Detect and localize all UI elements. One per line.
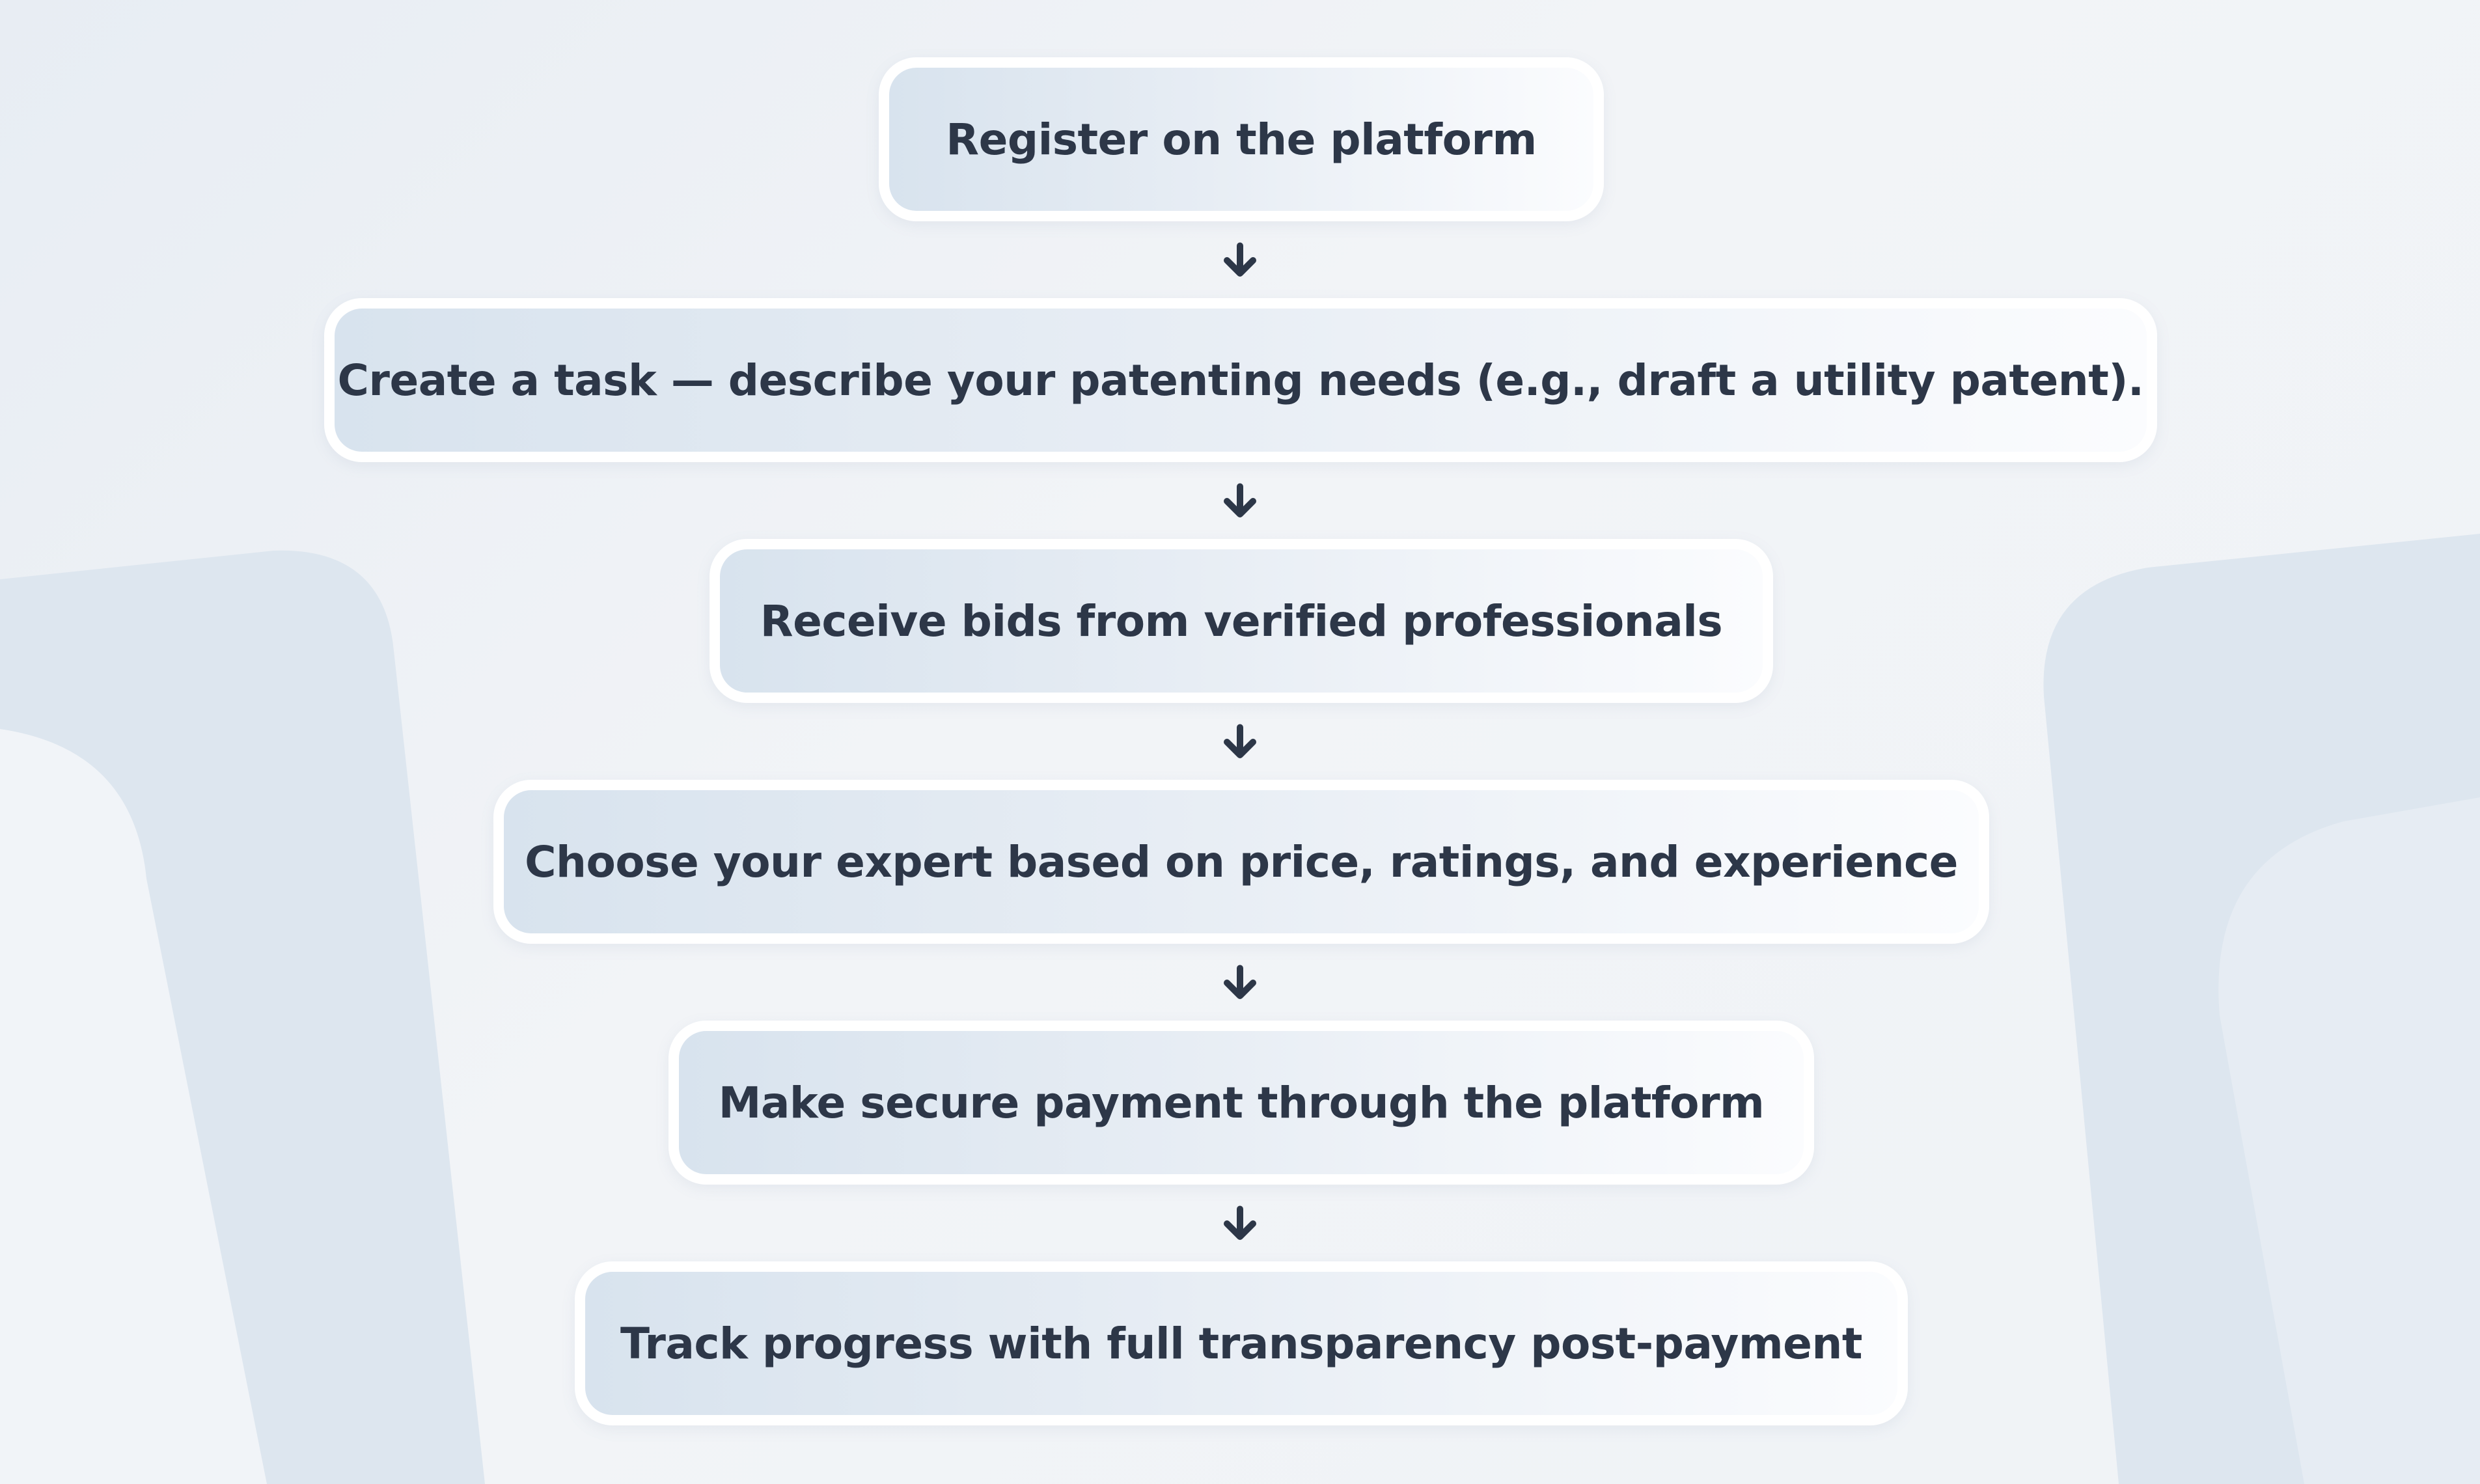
arrow-down-icon bbox=[1224, 724, 1256, 758]
decor-shape-right-inner bbox=[2218, 797, 2480, 1484]
step-label: Choose your expert based on price, ratin… bbox=[525, 836, 1958, 887]
step-label: Register on the platform bbox=[946, 114, 1537, 165]
step-register: Register on the platform bbox=[879, 57, 1604, 221]
step-label: Receive bids from verified professionals bbox=[760, 596, 1723, 646]
arrow-down-icon bbox=[1224, 1205, 1256, 1240]
step-label: Create a task — describe your patenting … bbox=[337, 355, 2144, 405]
arrow-down-icon bbox=[1224, 965, 1256, 999]
decor-shape-left-inner bbox=[0, 729, 267, 1484]
arrow-down-icon bbox=[1224, 242, 1256, 277]
step-payment: Make secure payment through the platform bbox=[668, 1021, 1814, 1185]
step-receive-bids: Receive bids from verified professionals bbox=[710, 539, 1773, 703]
step-create-task: Create a task — describe your patenting … bbox=[324, 298, 2157, 462]
arrow-down-icon bbox=[1224, 483, 1256, 517]
step-choose-expert: Choose your expert based on price, ratin… bbox=[493, 780, 1989, 944]
step-label: Make secure payment through the platform bbox=[718, 1077, 1765, 1128]
step-label: Track progress with full transparency po… bbox=[620, 1318, 1862, 1369]
step-track: Track progress with full transparency po… bbox=[575, 1261, 1908, 1425]
